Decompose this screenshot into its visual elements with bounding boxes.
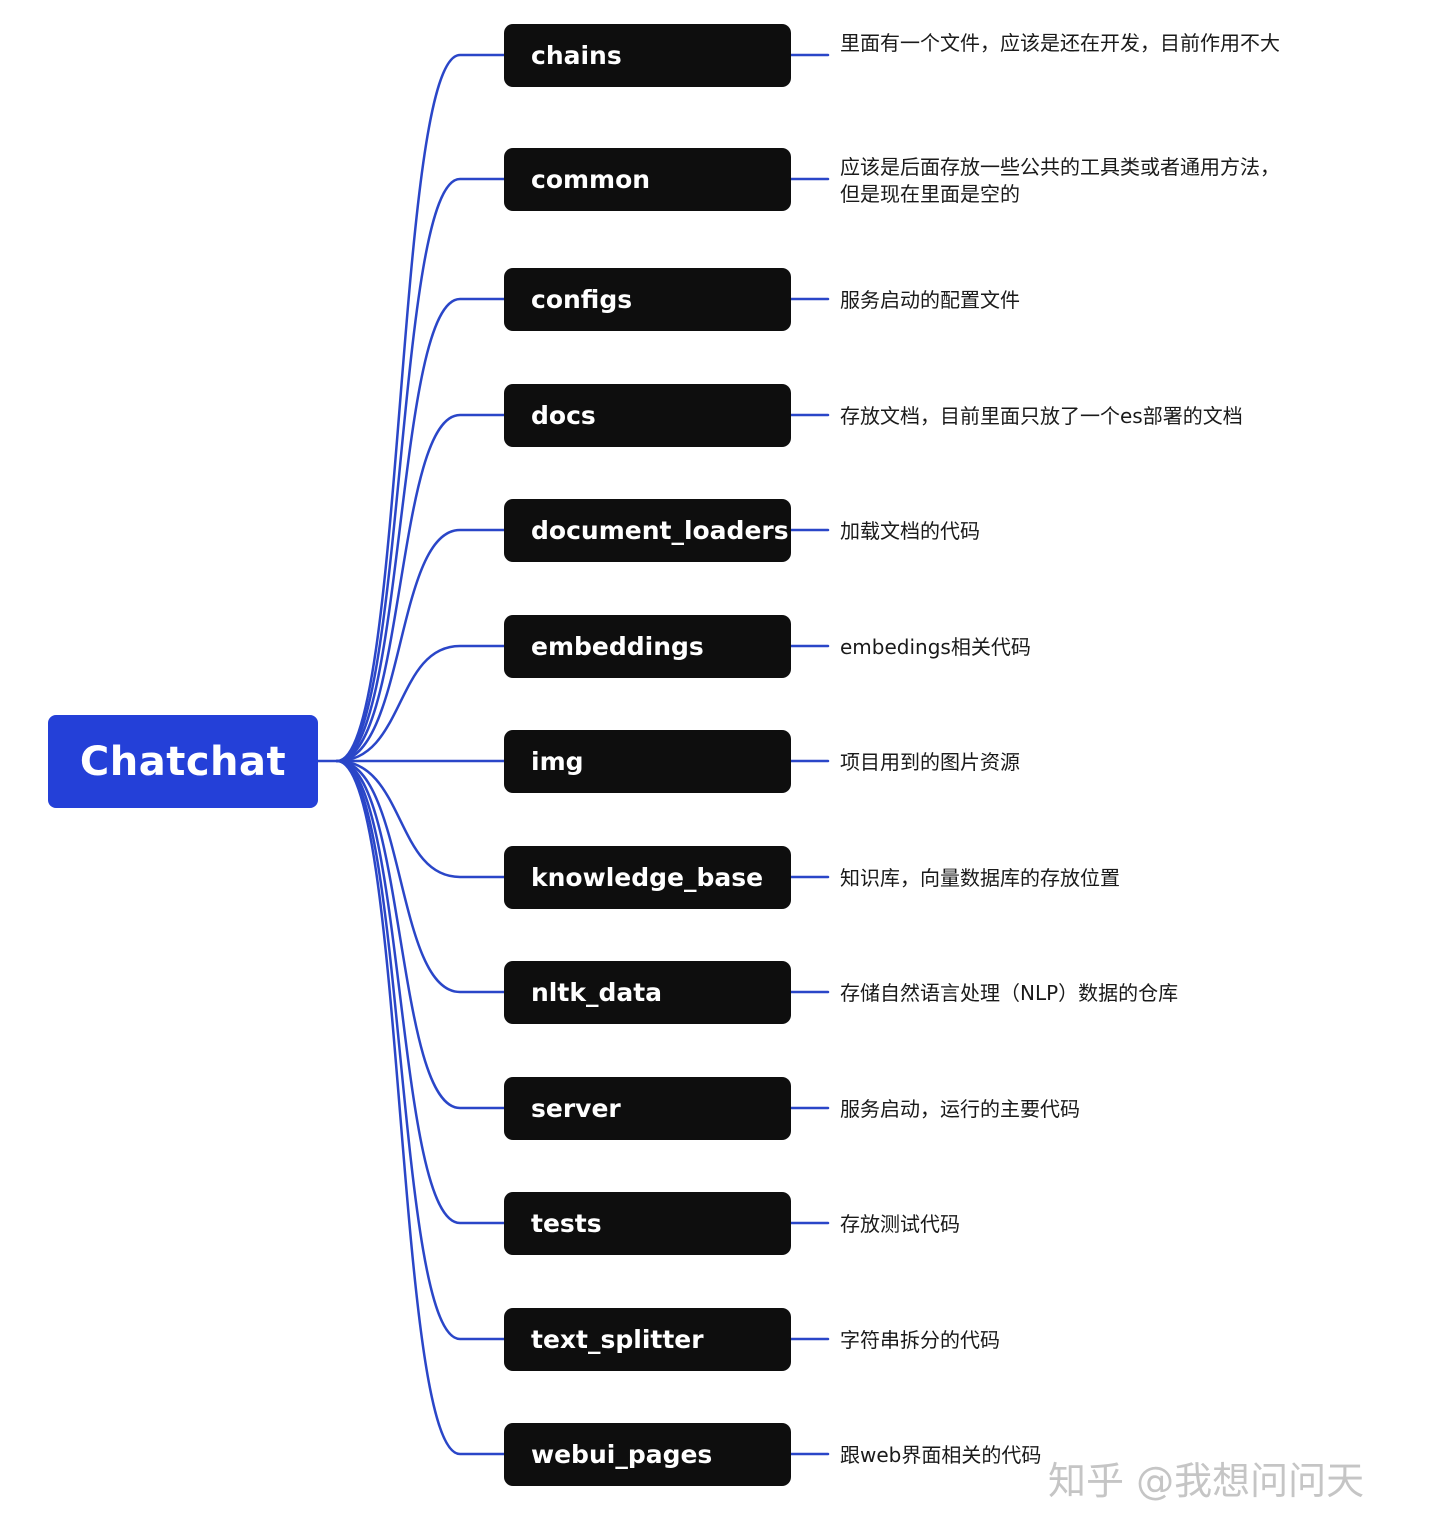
node-label: embeddings [531,632,704,661]
branch-connector [335,177,506,763]
node-description: 应该是后面存放一些公共的工具类或者通用方法，但是现在里面是空的 [840,155,1280,206]
node-description: 存储自然语言处理（NLP）数据的仓库 [840,981,1179,1005]
node-label: chains [531,41,622,70]
branch-connector [335,759,506,879]
node-label: img [531,747,584,776]
node-server: server [504,1077,791,1140]
node-nltk-data: nltk_data [504,961,791,1024]
node-label: nltk_data [531,978,663,1007]
node-description: 存放测试代码 [840,1212,960,1236]
node-label: webui_pages [531,1440,713,1469]
node-configs: configs [504,268,791,331]
node-description: 知识库，向量数据库的存放位置 [840,866,1120,890]
node-chains: chains [504,24,791,87]
node-label: tests [531,1209,602,1238]
node-description: 字符串拆分的代码 [840,1328,1000,1352]
node-common: common [504,148,791,211]
node-label: common [531,165,651,194]
node-description: 加载文档的代码 [840,519,980,543]
branch-connector [335,528,506,763]
node-webui-pages: webui_pages [504,1423,791,1486]
node-document-loaders: document_loaders [504,499,791,562]
branch-connector [335,644,506,763]
node-description: 服务启动，运行的主要代码 [840,1097,1080,1121]
node-description: 项目用到的图片资源 [840,750,1020,774]
node-description: 存放文档，目前里面只放了一个es部署的文档 [840,404,1243,428]
node-description: embedings相关代码 [840,635,1031,659]
node-tests: tests [504,1192,791,1255]
node-label: docs [531,401,596,430]
node-description: 服务启动的配置文件 [840,288,1020,312]
node-label: knowledge_base [531,863,764,892]
node-img: img [504,730,791,793]
root-label: Chatchat [79,738,287,785]
node-description: 里面有一个文件，应该是还在开发，目前作用不大 [840,31,1280,55]
branch-connector [335,759,506,1110]
node-docs: docs [504,384,791,447]
root-node: Chatchat [48,715,318,808]
node-label: document_loaders [531,516,789,545]
node-text-splitter: text_splitter [504,1308,791,1371]
branch-connector [335,53,506,763]
branch-connector [335,759,506,1341]
branch-connector [335,759,506,1225]
branch-connector [335,297,506,763]
watermark: 知乎 @我想问问天 [1048,1459,1365,1503]
node-label: configs [531,285,633,314]
node-knowledge-base: knowledge_base [504,846,791,909]
node-description: 跟web界面相关的代码 [840,1443,1042,1467]
node-embeddings: embeddings [504,615,791,678]
branch-connector [335,413,506,763]
branch-connector [335,759,506,994]
node-label: server [531,1094,621,1123]
branch-connector [335,759,506,1456]
node-label: text_splitter [531,1325,704,1354]
